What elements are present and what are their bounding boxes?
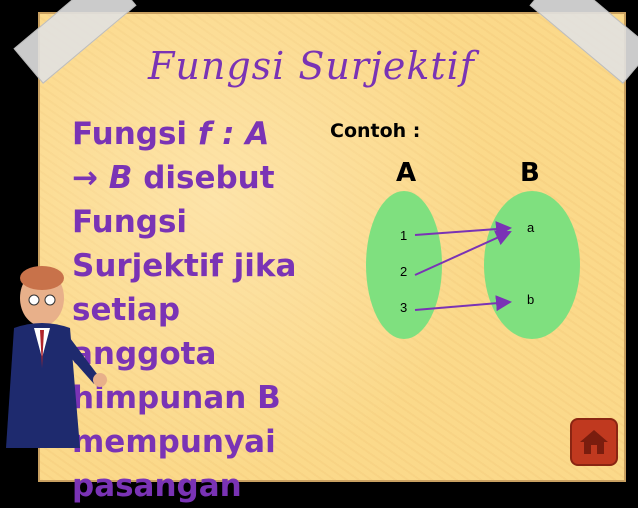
mapping-arrow-3-b — [414, 295, 512, 312]
set-b-element: b — [527, 292, 535, 307]
set-b-label: B — [520, 158, 540, 188]
set-a-element: 2 — [400, 264, 408, 279]
definition-prefix: Fungsi — [72, 116, 198, 152]
set-a-ellipse — [366, 191, 442, 339]
slide-title: Fungsi Surjektif — [148, 44, 475, 88]
set-b-ellipse — [484, 191, 580, 339]
home-icon — [580, 430, 608, 454]
set-b-element: a — [527, 220, 535, 235]
mapping-diagram — [366, 191, 580, 339]
function-symbol: f : A — [197, 116, 270, 152]
arrow-symbol: → — [72, 160, 98, 196]
mapping-arrow-2-a — [414, 230, 512, 276]
set-a-element: 1 — [400, 228, 408, 243]
cartoon-presenter-icon — [6, 266, 107, 448]
set-a-element: 3 — [400, 300, 408, 315]
codomain-symbol: B — [97, 160, 133, 196]
mapping-arrow-1-a — [414, 221, 512, 238]
home-button[interactable] — [572, 420, 616, 464]
example-label: Contoh : — [330, 120, 421, 142]
set-a-label: A — [396, 158, 417, 188]
